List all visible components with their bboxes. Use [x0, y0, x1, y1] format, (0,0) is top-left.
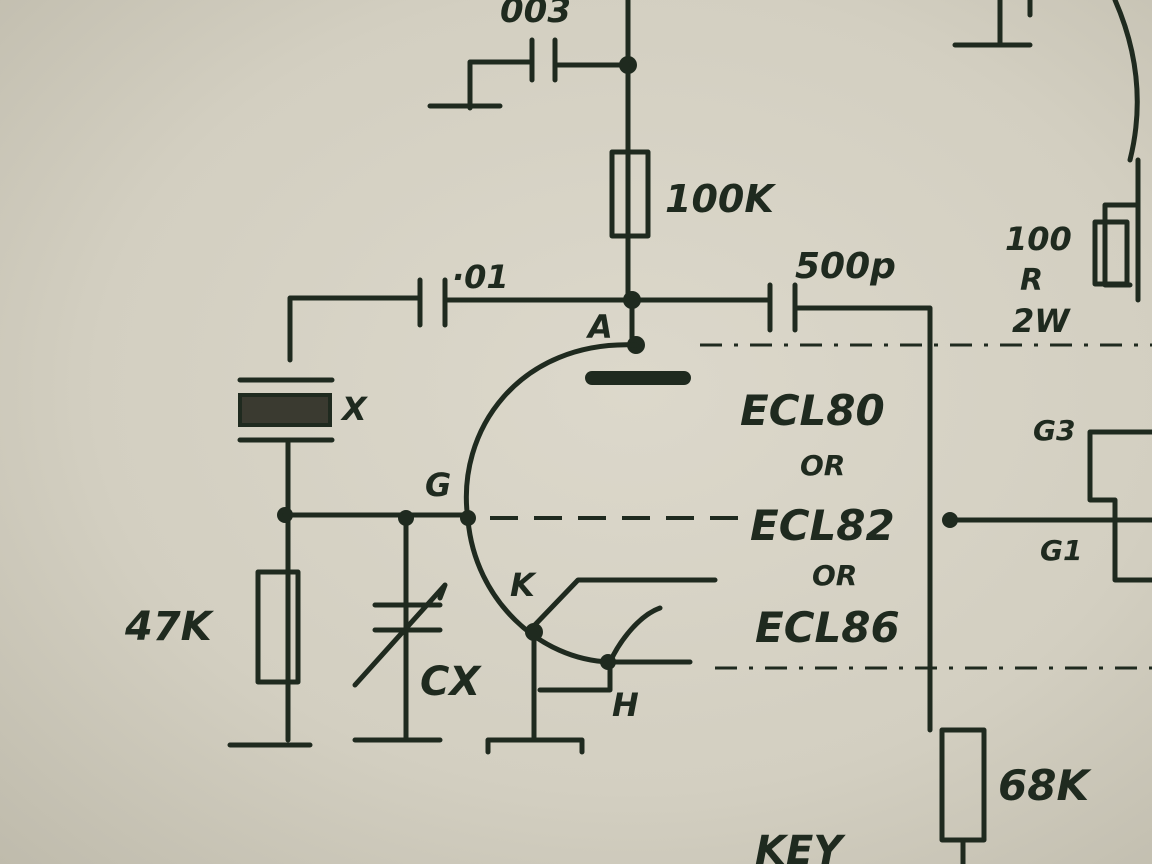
- label-cap-003: 003: [500, 0, 571, 31]
- label-heater: H: [612, 686, 639, 724]
- label-2w: 2W: [1012, 302, 1071, 340]
- label-grid: G: [425, 466, 451, 504]
- label-or-1: OR: [800, 449, 845, 482]
- label-100: 100: [1005, 220, 1072, 258]
- label-47k: 47K: [124, 604, 215, 650]
- label-crystal: X: [340, 390, 368, 428]
- trimmer-cx: [352, 582, 448, 688]
- label-r: R: [1020, 263, 1043, 298]
- label-or-2: OR: [812, 559, 857, 592]
- crystal-x: [237, 377, 335, 743]
- label-g1: G1: [1040, 534, 1082, 567]
- label-100k: 100K: [665, 177, 776, 221]
- label-ecl86: ECL86: [755, 603, 900, 652]
- resistor-100k: [609, 149, 651, 239]
- capacitor-003: [427, 0, 637, 303]
- resistor-68k: [939, 727, 987, 843]
- label-cap-01: ·01: [452, 258, 509, 296]
- label-cathode: K: [510, 566, 537, 604]
- label-anode: A: [585, 308, 613, 346]
- top-right-fragment: [952, 0, 1141, 303]
- label-cx: CX: [420, 659, 482, 705]
- resistor-47k: [255, 569, 301, 685]
- label-key: KEY: [755, 828, 846, 864]
- label-ecl80: ECL80: [740, 386, 885, 435]
- label-g3: G3: [1033, 414, 1075, 447]
- label-68k: 68K: [998, 761, 1092, 810]
- right-wiring: [947, 429, 1152, 583]
- label-500p: 500p: [795, 246, 896, 287]
- label-ecl82: ECL82: [750, 501, 895, 550]
